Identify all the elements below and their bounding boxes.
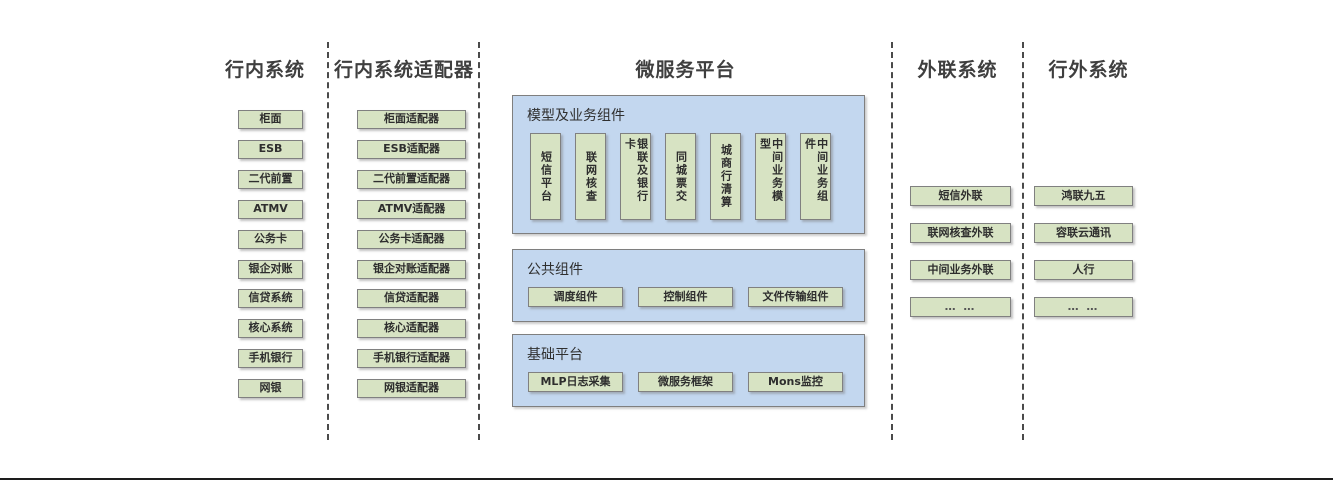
node-bank-internal-adapter-5[interactable]: 公务卡适配器 — [357, 230, 466, 249]
panel-title-public-components: 公共组件 — [527, 262, 583, 278]
node-bank-internal-6[interactable]: 银企对账 — [238, 260, 303, 279]
node-outside-bank-more[interactable]: … … — [1034, 297, 1133, 317]
panel-public-components: 公共组件 — [512, 249, 865, 322]
node-bank-internal-adapter-3[interactable]: 二代前置适配器 — [357, 170, 466, 189]
node-mons-monitoring[interactable]: Mons监控 — [748, 372, 843, 392]
panel-title-model-business-components: 模型及业务组件 — [527, 108, 625, 124]
column-divider-1 — [327, 42, 329, 440]
node-bank-internal-adapter-9[interactable]: 手机银行适配器 — [357, 349, 466, 368]
panel-base-platform: 基础平台 — [512, 334, 865, 407]
node-city-bank-clearing[interactable]: 城商行清算 — [710, 133, 741, 220]
node-bank-internal-adapter-2[interactable]: ESB适配器 — [357, 140, 466, 159]
node-bank-internal-3[interactable]: 二代前置 — [238, 170, 303, 189]
node-bank-internal-5[interactable]: 公务卡 — [238, 230, 303, 249]
node-unionpay-bankcard[interactable]: 银联及银行卡 — [620, 133, 651, 220]
node-bank-internal-7[interactable]: 信贷系统 — [238, 289, 303, 308]
bottom-divider-rule — [0, 478, 1333, 480]
column-title-bank-internal: 行内系统 — [224, 59, 305, 81]
node-outside-bank-1[interactable]: 鸿联九五 — [1034, 186, 1133, 206]
column-title-external-link: 外联系统 — [917, 59, 998, 81]
node-external-link-2[interactable]: 联网核查外联 — [910, 223, 1011, 243]
node-bank-internal-9[interactable]: 手机银行 — [238, 349, 303, 368]
node-bank-internal-4[interactable]: ATMV — [238, 200, 303, 219]
node-bank-internal-adapter-7[interactable]: 信贷适配器 — [357, 289, 466, 308]
node-microservice-framework[interactable]: 微服务框架 — [638, 372, 733, 392]
node-outside-bank-3[interactable]: 人行 — [1034, 260, 1133, 280]
node-external-link-1[interactable]: 短信外联 — [910, 186, 1011, 206]
node-outside-bank-2[interactable]: 容联云通讯 — [1034, 223, 1133, 243]
node-bank-internal-2[interactable]: ESB — [238, 140, 303, 159]
column-title-outside-bank: 行外系统 — [1048, 59, 1129, 81]
node-intermediary-business-component[interactable]: 中间业务组件 — [800, 133, 831, 220]
column-divider-3 — [891, 42, 893, 440]
node-external-link-more[interactable]: … … — [910, 297, 1011, 317]
node-bank-internal-10[interactable]: 网银 — [238, 379, 303, 398]
node-intermediary-business-model[interactable]: 中间业务模型 — [755, 133, 786, 220]
node-bank-internal-adapter-1[interactable]: 柜面适配器 — [357, 110, 466, 129]
node-control-component[interactable]: 控制组件 — [638, 287, 733, 307]
node-mlp-log-collection[interactable]: MLP日志采集 — [528, 372, 623, 392]
node-bank-internal-adapter-4[interactable]: ATMV适配器 — [357, 200, 466, 219]
node-local-bill-exchange[interactable]: 同城票交 — [665, 133, 696, 220]
column-divider-2 — [478, 42, 480, 440]
panel-title-base-platform: 基础平台 — [527, 347, 583, 363]
node-external-link-3[interactable]: 中间业务外联 — [910, 260, 1011, 280]
node-sms-platform[interactable]: 短信平台 — [530, 133, 561, 220]
node-bank-internal-adapter-8[interactable]: 核心适配器 — [357, 319, 466, 338]
node-bank-internal-1[interactable]: 柜面 — [238, 110, 303, 129]
column-divider-4 — [1022, 42, 1024, 440]
node-file-transfer-component[interactable]: 文件传输组件 — [748, 287, 843, 307]
node-bank-internal-adapter-10[interactable]: 网银适配器 — [357, 379, 466, 398]
column-title-bank-internal-adapter: 行内系统适配器 — [333, 59, 474, 81]
node-bank-internal-8[interactable]: 核心系统 — [238, 319, 303, 338]
node-bank-internal-adapter-6[interactable]: 银企对账适配器 — [357, 260, 466, 279]
column-title-microservice-platform: 微服务平台 — [635, 59, 736, 81]
node-network-verification[interactable]: 联网核查 — [575, 133, 606, 220]
node-scheduling-component[interactable]: 调度组件 — [528, 287, 623, 307]
